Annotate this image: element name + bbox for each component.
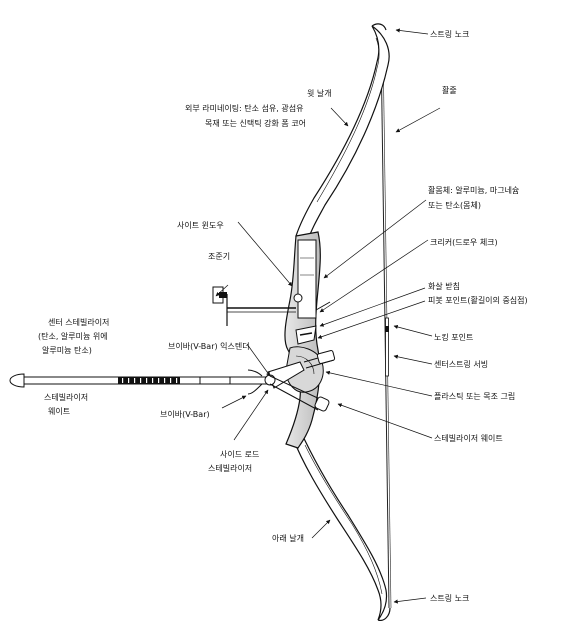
label-bowstring: 활줄	[442, 85, 457, 95]
label-bottom-nock: 스트링 노크	[430, 593, 469, 603]
center-stabilizer	[24, 376, 270, 385]
label-side-rod-2: 스테빌라이저	[208, 463, 252, 473]
label-sight-window: 사이트 윈도우	[177, 220, 224, 230]
clicker	[315, 301, 331, 311]
label-stab-weight-left-1: 스테빌라이저	[44, 392, 88, 402]
label-nocking-point: 노킹 포인트	[434, 332, 473, 342]
stabilizer-weight-left	[9, 373, 25, 388]
label-v-bar-extender: 브이바(V-Bar) 익스텐더	[168, 341, 250, 351]
label-arrow-rest: 화살 받침	[428, 281, 460, 291]
nocking-point	[385, 326, 389, 332]
label-lower-limb: 아래 날개	[272, 533, 304, 543]
v-bar-extender	[303, 350, 336, 369]
label-side-rod-1: 사이드 로드	[220, 449, 259, 459]
label-top-nock: 스트링 노크	[430, 29, 469, 39]
label-pivot-point: 피봇 포인트(활길이의 중심점)	[428, 295, 528, 305]
grip	[285, 346, 324, 393]
center-serving	[385, 317, 389, 377]
sight-aperture-icon	[293, 293, 303, 303]
label-limb-lamination: 외부 라미네이팅: 탄소 섬유, 광섬유	[185, 103, 303, 113]
label-stab-weight-left-2: 웨이트	[48, 406, 70, 416]
bottom-nock	[377, 607, 391, 621]
label-center-serving: 센터스트링 서빙	[434, 359, 488, 369]
label-center-stabilizer-3: 알루미늄 탄소)	[42, 345, 92, 355]
leader-lines	[215, 28, 441, 604]
label-center-stabilizer-2: (탄소, 알루미늄 위에	[38, 331, 108, 341]
side-rod-stabilizer	[269, 375, 330, 412]
plunger	[299, 332, 313, 336]
upper-limb	[295, 25, 390, 241]
label-sight: 조준기	[208, 252, 230, 261]
label-stab-weight-right: 스테빌라이저 웨이트	[434, 433, 503, 443]
label-riser-material-2: 또는 탄소(몸체)	[428, 200, 481, 210]
label-limb-core: 목재 또는 신택틱 강화 폼 코어	[205, 118, 306, 128]
label-v-bar: 브이바(V-Bar)	[160, 409, 210, 419]
label-clicker: 크리커(드로우 체크)	[430, 237, 498, 247]
label-riser-material-1: 활몸체: 알루미늄, 마그네슘	[428, 185, 519, 195]
label-center-stabilizer-1: 센터 스테빌라이저	[48, 317, 109, 327]
arrow-rest	[295, 325, 317, 345]
label-upper-limb: 윗 날개	[307, 88, 332, 98]
lower-limb	[291, 429, 388, 621]
sight	[212, 286, 296, 326]
label-grip: 플라스틱 또는 목조 그립	[434, 391, 515, 401]
top-nock	[371, 23, 387, 31]
